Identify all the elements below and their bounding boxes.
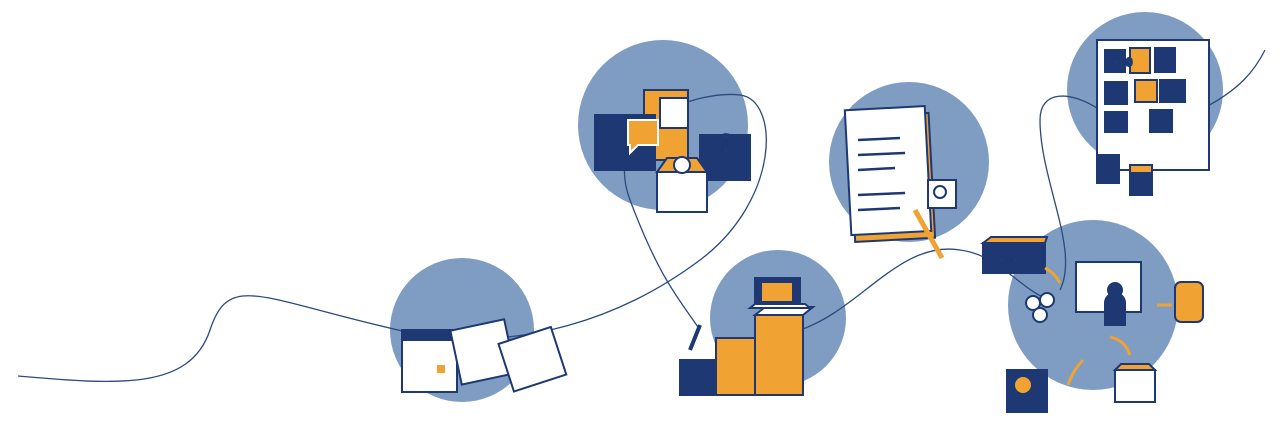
presentation-icon: 1010: [980, 236, 1204, 413]
box-label-1010: 1010: [1106, 56, 1133, 69]
calendar-stack-icon: [401, 318, 568, 393]
box-label-1010: 1010: [992, 255, 1019, 268]
document-analysis-icon: [843, 105, 957, 260]
bookshelf-icon: 1010: [1096, 39, 1210, 196]
growth-blocks-icon: [679, 277, 816, 396]
journey-path: [17, 49, 1266, 383]
arrow-icons: [1044, 266, 1172, 386]
tools-cluster-icon: 1010: [594, 89, 751, 213]
box-label-1010: 1010: [720, 134, 733, 161]
